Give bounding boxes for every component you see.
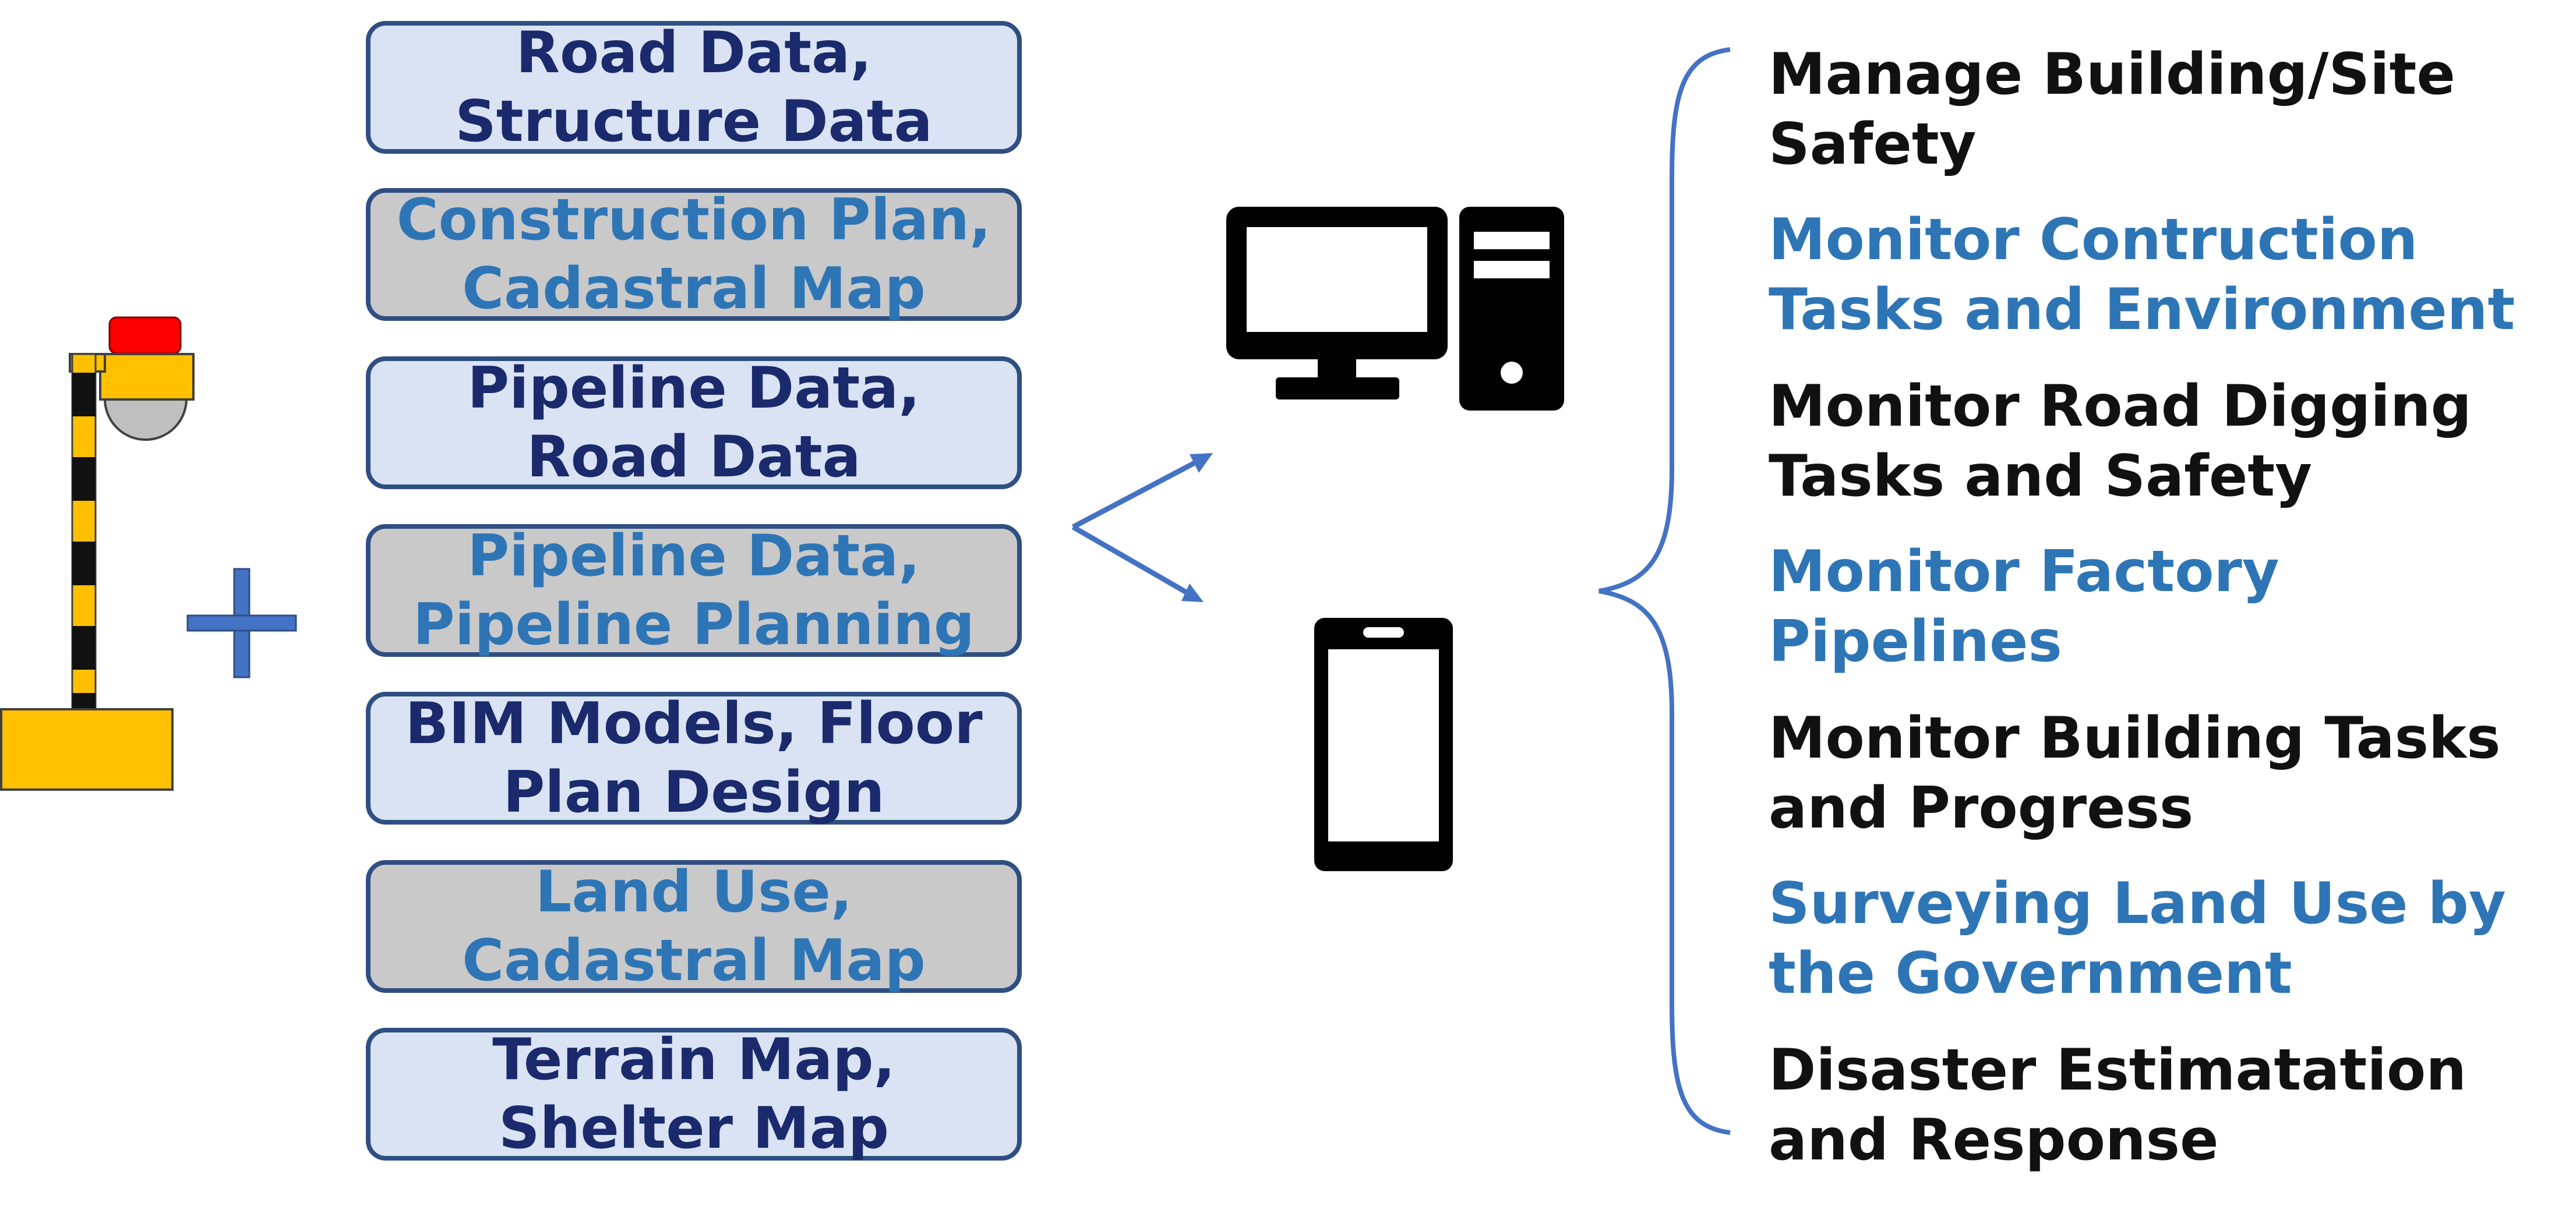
application-item: Monitor Building Tasks and Progress [1769, 705, 2501, 841]
data-box-label: Road Data, Structure Data [455, 20, 933, 155]
data-box-road-structure: Road Data, Structure Data [366, 20, 1022, 155]
application-item: Disaster Estimatation and Response [1769, 1037, 2466, 1173]
curly-brace-icon [1598, 47, 1731, 1135]
data-box-label: Pipeline Data, Pipeline Planning [412, 523, 975, 658]
data-box-label: Construction Plan, Cadastral Map [396, 187, 991, 322]
data-box-bim-floorplan: BIM Models, Floor Plan Design [366, 691, 1022, 826]
data-box-construction-cadastral: Construction Plan, Cadastral Map [366, 187, 1022, 322]
desktop-computer-icon [1226, 207, 1564, 411]
data-box-label: Land Use, Cadastral Map [462, 859, 926, 994]
data-box-label: BIM Models, Floor Plan Design [405, 691, 983, 826]
application-item: Manage Building/Site Safety [1769, 41, 2455, 178]
data-box-pipeline-road: Pipeline Data, Road Data [366, 355, 1022, 490]
data-box-terrain-shelter: Terrain Map, Shelter Map [366, 1027, 1022, 1162]
surveying-pole-icon [0, 316, 195, 791]
split-arrows-icon [1071, 453, 1213, 602]
data-box-landuse-cadastral: Land Use, Cadastral Map [366, 859, 1022, 994]
application-item: Monitor Factory Pipelines [1769, 539, 2279, 675]
data-box-label: Terrain Map, Shelter Map [492, 1027, 895, 1162]
application-item: Monitor Contruction Tasks and Environmen… [1769, 207, 2515, 343]
application-item: Surveying Land Use by the Government [1769, 871, 2506, 1007]
plus-icon [186, 568, 297, 678]
application-item: Monitor Road Digging Tasks and Safety [1769, 373, 2472, 510]
data-box-label: Pipeline Data, Road Data [467, 355, 920, 490]
data-box-pipeline-planning: Pipeline Data, Pipeline Planning [366, 523, 1022, 658]
smartphone-icon [1314, 618, 1453, 871]
